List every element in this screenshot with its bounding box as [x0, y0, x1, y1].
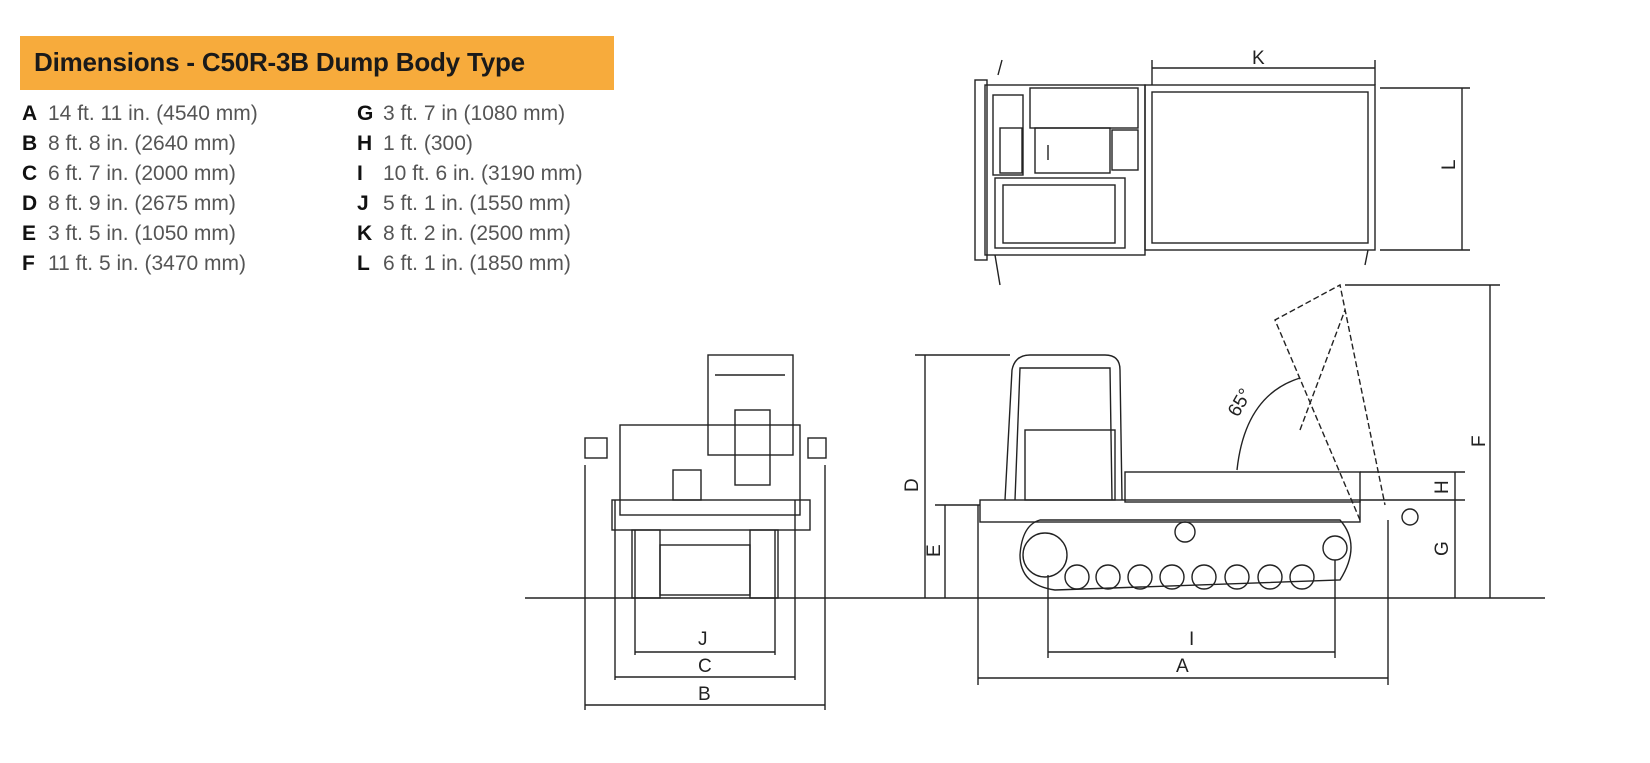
label-f: F [1469, 435, 1490, 447]
spec-value: 6 ft. 7 in. (2000 mm) [48, 162, 236, 185]
spec-letter: L [357, 252, 370, 275]
label-g: G [1432, 541, 1453, 556]
spec-value: 10 ft. 6 in. (3190 mm) [383, 162, 583, 185]
spec-e: E 3 ft. 5 in. (1050 mm) [22, 222, 236, 246]
label-c: C [698, 656, 712, 677]
spec-letter: C [22, 162, 38, 185]
spec-value: 14 ft. 11 in. (4540 mm) [48, 102, 258, 125]
spec-letter: B [22, 132, 38, 155]
front-view [584, 354, 827, 710]
spec-value: 11 ft. 5 in. (3470 mm) [48, 252, 247, 275]
spec-h: H 1 ft. (300) [357, 132, 473, 156]
label-d: D [902, 478, 923, 492]
label-k: K [1252, 48, 1265, 69]
label-e: E [924, 544, 945, 557]
label-angle: 65° [1224, 385, 1257, 420]
spec-letter: F [22, 252, 35, 275]
label-a: A [1176, 656, 1189, 677]
spec-k: K 8 ft. 2 in. (2500 mm) [357, 222, 571, 246]
spec-value: 8 ft. 8 in. (2640 mm) [48, 132, 236, 155]
spec-d: D 8 ft. 9 in. (2675 mm) [22, 192, 236, 216]
spec-value: 8 ft. 9 in. (2675 mm) [48, 192, 236, 215]
label-b: B [698, 684, 711, 705]
title-banner: Dimensions - C50R-3B Dump Body Type [20, 36, 614, 90]
spec-i: I 10 ft. 6 in. (3190 mm) [357, 162, 583, 186]
spec-b: B 8 ft. 8 in. (2640 mm) [22, 132, 236, 156]
page-title: Dimensions - C50R-3B Dump Body Type [34, 47, 525, 77]
spec-a: A 14 ft. 11 in. (4540 mm) [22, 102, 258, 126]
label-i: I [1189, 629, 1194, 650]
spec-letter: D [22, 192, 38, 215]
spec-value: 5 ft. 1 in. (1550 mm) [383, 192, 571, 215]
spec-c: C 6 ft. 7 in. (2000 mm) [22, 162, 236, 186]
top-view [974, 59, 1470, 286]
spec-letter: G [357, 102, 374, 125]
spec-value: 6 ft. 1 in. (1850 mm) [383, 252, 571, 275]
label-j: J [698, 629, 708, 650]
spec-letter: J [357, 192, 369, 215]
spec-value: 3 ft. 7 in (1080 mm) [383, 102, 566, 125]
road-wheels [1064, 564, 1315, 590]
label-h: H [1432, 480, 1453, 494]
dimension-labels: K L J C B D E F G H I A 65° [698, 48, 1490, 705]
spec-value: 8 ft. 2 in. (2500 mm) [383, 222, 571, 245]
spec-value: 1 ft. (300) [383, 132, 473, 155]
spec-letter: I [357, 162, 363, 185]
spec-g: G 3 ft. 7 in (1080 mm) [357, 102, 565, 126]
spec-value: 3 ft. 5 in. (1050 mm) [48, 222, 236, 245]
spec-letter: K [357, 222, 373, 245]
spec-letter: A [22, 102, 38, 125]
label-l: L [1439, 159, 1460, 170]
spec-letter: H [357, 132, 373, 155]
spec-f: F 11 ft. 5 in. (3470 mm) [22, 252, 246, 276]
spec-l: L 6 ft. 1 in. (1850 mm) [357, 252, 571, 276]
side-view [915, 283, 1500, 685]
spec-letter: E [22, 222, 37, 245]
spec-j: J 5 ft. 1 in. (1550 mm) [357, 192, 571, 216]
